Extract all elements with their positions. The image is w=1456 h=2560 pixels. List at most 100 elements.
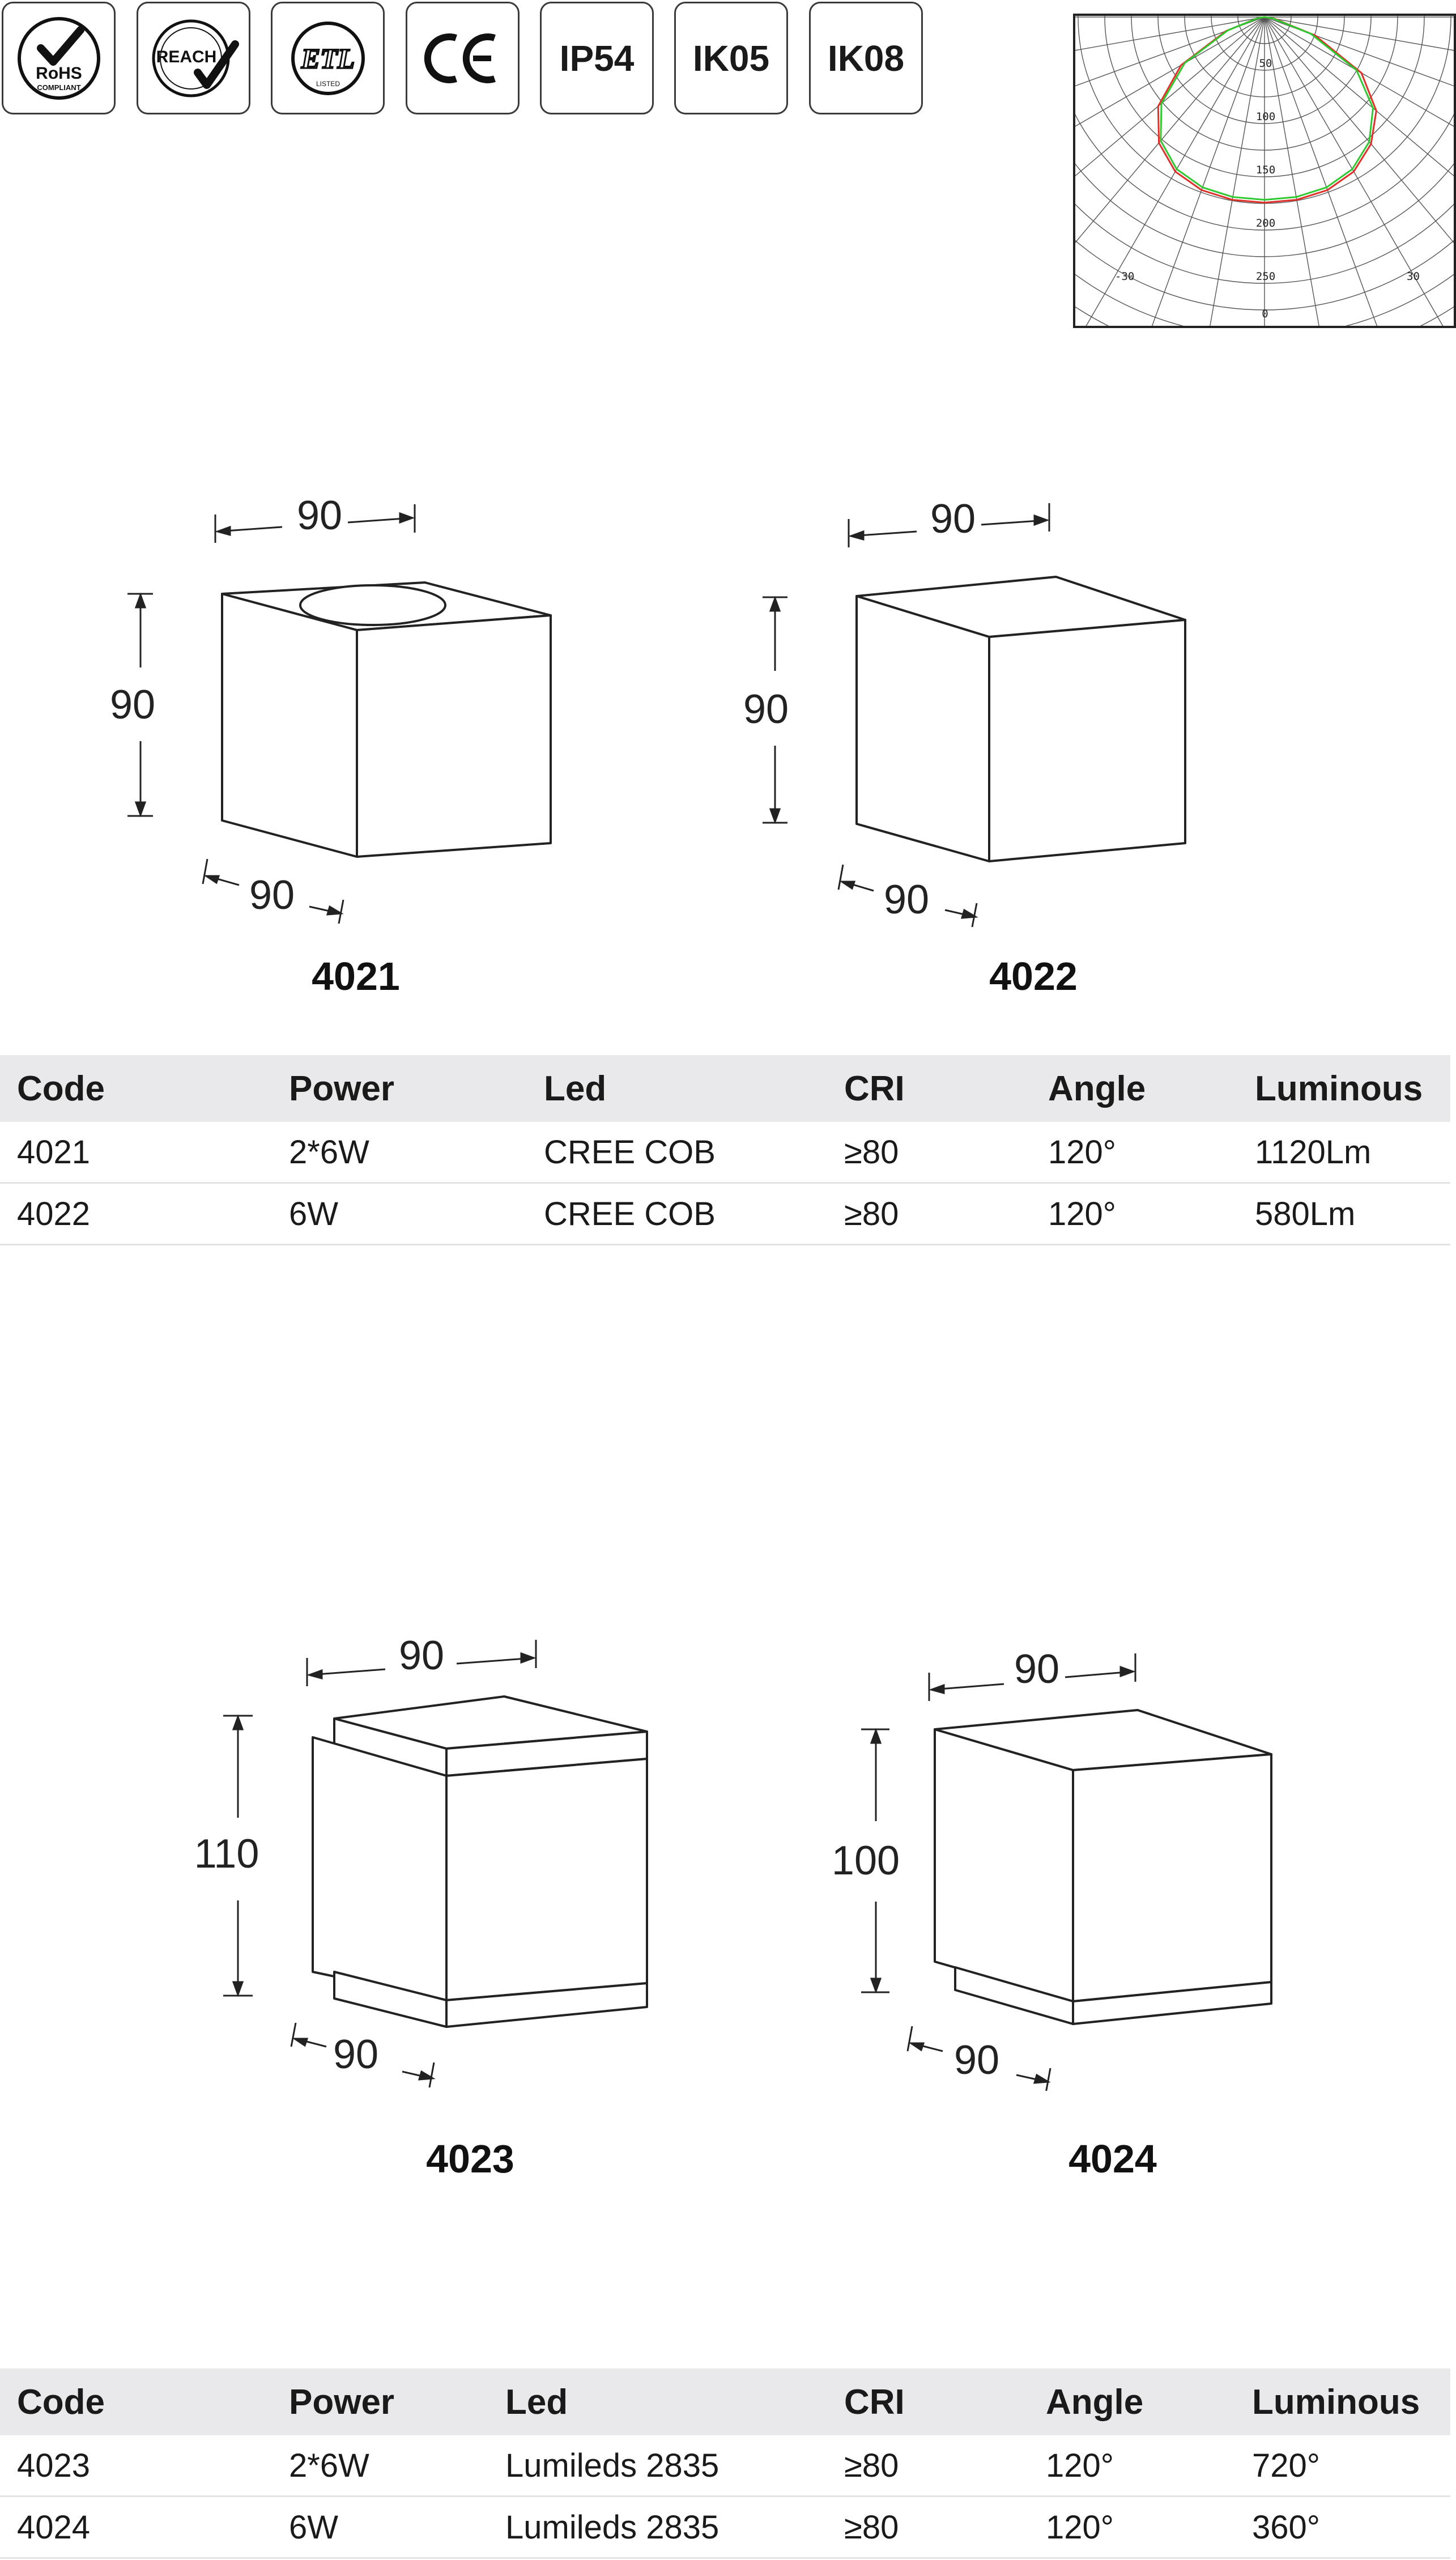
- cell-code: 4023: [0, 2435, 289, 2497]
- spec-table-2: Code Power Led CRI Angle Luminous 4023 2…: [0, 2368, 1450, 2559]
- reach-badge: REACH: [137, 2, 250, 114]
- cell-code: 4024: [0, 2496, 289, 2559]
- dim-depth: 90: [249, 873, 295, 918]
- cube-side-face: [356, 614, 552, 858]
- ce-badge: CE: [406, 2, 520, 114]
- grid-spoke: [1264, 16, 1456, 246]
- header-led: Led: [505, 2368, 844, 2435]
- product-drawing-4021: 90 90 90: [110, 493, 552, 924]
- cell-led: CREE COB: [544, 1183, 844, 1245]
- table-row: 4022 6W CREE COB ≥80 120° 580Lm: [0, 1183, 1450, 1245]
- product-code-4022: 4022: [989, 954, 1078, 998]
- product-drawing-4022: 90 90 90: [743, 496, 1186, 928]
- cell-angle: 120°: [1046, 2435, 1252, 2497]
- cell-power: 6W: [289, 1183, 544, 1245]
- ik05-label: IK05: [692, 37, 770, 79]
- grid-spoke: [1264, 16, 1456, 350]
- cell-cri: ≥80: [844, 1183, 1048, 1245]
- body-side-face: [445, 1758, 648, 2001]
- cell-power: 6W: [289, 2496, 505, 2559]
- grid-spoke: [762, 16, 1265, 106]
- radial-label: 50: [1259, 57, 1272, 70]
- distribution-curve-c90: [1157, 16, 1377, 204]
- angle-label-right: 30: [1407, 270, 1420, 283]
- cube-side-face: [988, 619, 1186, 862]
- cell-power: 2*6W: [289, 2435, 505, 2497]
- header-power: Power: [289, 2368, 505, 2435]
- table-row: 4021 2*6W CREE COB ≥80 120° 1120Lm: [0, 1122, 1450, 1184]
- grid-spoke: [1009, 16, 1265, 459]
- grid-spoke: [823, 16, 1265, 273]
- header-code: Code: [0, 2368, 289, 2435]
- dim-depth: 90: [333, 2032, 378, 2077]
- header-power: Power: [289, 1055, 544, 1122]
- cell-cri: ≥80: [844, 2496, 1046, 2559]
- radial-label: 250: [1256, 270, 1275, 283]
- etl-icon: ETL LISTED: [291, 21, 365, 95]
- product-drawing-4023: 90 110 90: [194, 1633, 648, 2088]
- dim-width: 90: [1014, 1647, 1059, 1692]
- dim-width: 90: [297, 493, 342, 538]
- product-drawing-4024: 90 100 90: [832, 1647, 1272, 2091]
- angle-label-left: -30: [1115, 270, 1134, 283]
- grid-spoke: [1264, 16, 1456, 128]
- dim-width: 90: [399, 1633, 444, 1678]
- cube-front-face: [934, 1728, 1074, 2002]
- reach-icon: REACH: [152, 19, 239, 97]
- header-cri: CRI: [844, 1055, 1048, 1122]
- cell-angle: 120°: [1048, 1122, 1255, 1184]
- cell-luminous: 360°: [1252, 2496, 1450, 2559]
- rohs-badge: RoHS COMPLIANT: [2, 2, 116, 114]
- cube-front-face: [855, 595, 990, 862]
- etl-sublabel: LISTED: [316, 80, 339, 88]
- table-row: 4024 6W Lumileds 2835 ≥80 120° 360°: [0, 2496, 1450, 2559]
- dim-depth: 90: [884, 877, 929, 922]
- ip54-label: IP54: [559, 37, 635, 79]
- grid-spoke: [874, 16, 1265, 346]
- spec-table-1: Code Power Led CRI Angle Luminous 4021 2…: [0, 1055, 1450, 1245]
- header-angle: Angle: [1048, 1055, 1255, 1122]
- etl-label: ETL: [300, 42, 354, 74]
- product-code-4023: 4023: [426, 2137, 514, 2181]
- radial-label: 200: [1256, 217, 1275, 229]
- ce-label: CE: [423, 30, 424, 31]
- rohs-label: RoHS: [36, 64, 82, 83]
- cell-power: 2*6W: [289, 1122, 544, 1184]
- ik08-label: IK08: [827, 37, 905, 79]
- cube-front-face: [221, 593, 358, 858]
- lens-opening: [299, 584, 446, 626]
- reach-label: REACH: [156, 48, 216, 66]
- header-angle: Angle: [1046, 2368, 1252, 2435]
- body-front-face: [312, 1736, 448, 2001]
- radial-label: 150: [1256, 164, 1275, 176]
- table-header-row: Code Power Led CRI Angle Luminous: [0, 1055, 1450, 1122]
- cell-led: Lumileds 2835: [505, 2496, 844, 2559]
- dim-height: 90: [110, 682, 155, 728]
- ik05-badge: IK05: [674, 2, 788, 114]
- angle-label-bottom: 0: [1262, 308, 1268, 320]
- table-row: 4023 2*6W Lumileds 2835 ≥80 120° 720°: [0, 2435, 1450, 2497]
- cell-luminous: 1120Lm: [1255, 1122, 1450, 1184]
- cell-cri: ≥80: [844, 1122, 1048, 1184]
- dim-height: 100: [832, 1838, 900, 1883]
- cell-code: 4021: [0, 1122, 289, 1184]
- cube-side-face: [1072, 1753, 1272, 2002]
- cell-angle: 120°: [1048, 1183, 1255, 1245]
- distribution-curve-c0: [1160, 16, 1374, 201]
- dim-height: 110: [194, 1831, 259, 1877]
- grid-spoke: [1264, 16, 1456, 178]
- cell-luminous: 580Lm: [1255, 1183, 1450, 1245]
- grid-spoke: [785, 16, 1265, 192]
- header-luminous: Luminous: [1252, 2368, 1450, 2435]
- ce-icon: CE: [423, 30, 496, 83]
- rohs-icon: RoHS COMPLIANT: [17, 16, 100, 100]
- grid-spoke: [1264, 16, 1456, 87]
- product-code-4024: 4024: [1068, 2137, 1157, 2181]
- cell-led: CREE COB: [544, 1122, 844, 1184]
- dim-width: 90: [930, 496, 976, 542]
- cell-cri: ≥80: [844, 2435, 1046, 2497]
- header-cri: CRI: [844, 2368, 1046, 2435]
